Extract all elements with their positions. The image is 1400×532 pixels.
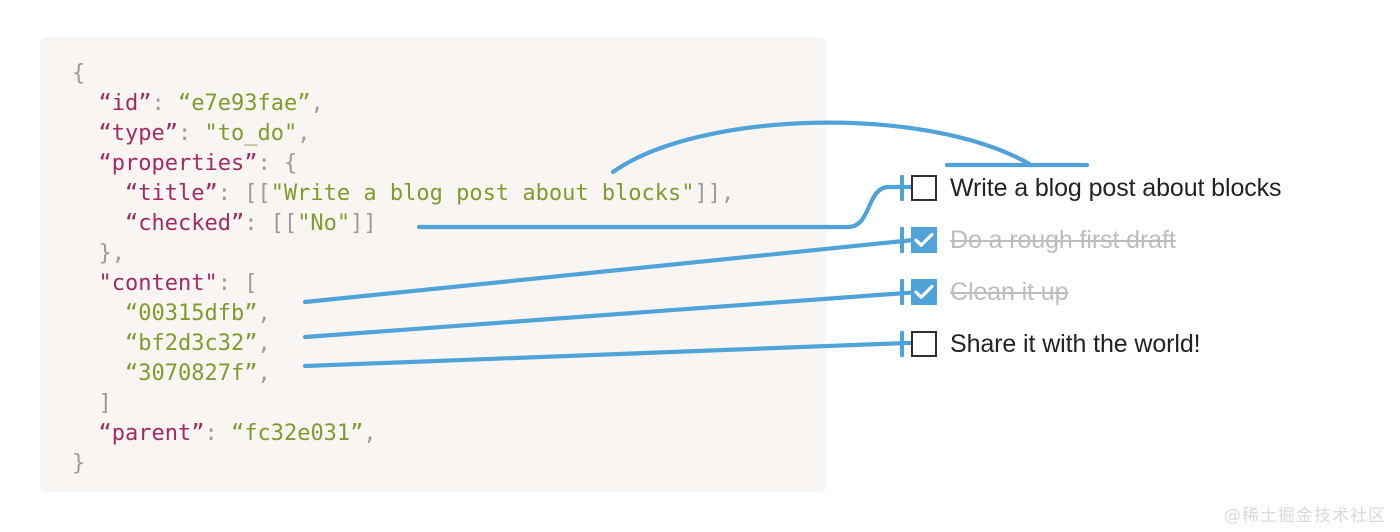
connector-endcap-icon	[900, 227, 904, 253]
code-token: ]]	[350, 211, 377, 236]
code-token	[72, 211, 125, 236]
connector-endcap-icon	[900, 175, 904, 201]
code-token: : [	[217, 271, 258, 296]
code-token: :	[151, 91, 178, 116]
code-line: }	[72, 449, 734, 479]
code-token: “3070827f”	[124, 361, 258, 386]
code-token: ,	[257, 331, 271, 356]
code-line: “title”: [["Write a blog post about bloc…	[72, 179, 734, 209]
code-line: “parent”: “fc32e031”,	[72, 419, 734, 449]
checkbox-unchecked-icon[interactable]	[911, 331, 937, 357]
code-token	[72, 181, 125, 206]
code-token	[72, 121, 99, 146]
code-token: ,	[297, 121, 311, 146]
code-token: “e7e93fae”	[177, 91, 311, 116]
code-token: “parent”	[98, 421, 205, 446]
code-token: },	[72, 241, 125, 266]
code-token: ,	[257, 301, 271, 326]
code-line: },	[72, 239, 734, 269]
code-token: “title”	[124, 181, 218, 206]
code-line: “checked”: [["No"]]	[72, 209, 734, 239]
code-token	[72, 331, 125, 356]
json-code-panel: { “id”: “e7e93fae”, “type”: "to_do", “pr…	[40, 37, 826, 492]
code-token: “type”	[98, 121, 178, 146]
checkbox-checked-icon[interactable]	[911, 279, 937, 305]
code-token: “id”	[98, 91, 152, 116]
code-token: “bf2d3c32”	[124, 331, 258, 356]
code-token: : [[	[244, 211, 298, 236]
connector-endcap-icon	[900, 279, 904, 305]
checklist-item-label: Clean it up	[950, 277, 1069, 306]
code-token: "content"	[98, 271, 218, 296]
checklist-item-2[interactable]: Do a rough first draft	[900, 218, 1176, 262]
code-line: “properties”: {	[72, 149, 734, 179]
code-token: “properties”	[98, 151, 258, 176]
code-token: “00315dfb”	[124, 301, 258, 326]
code-token: : [[	[217, 181, 271, 206]
code-line: “type”: "to_do",	[72, 119, 734, 149]
code-line: “00315dfb”,	[72, 299, 734, 329]
code-token	[72, 301, 125, 326]
code-token: “fc32e031”	[230, 421, 364, 446]
code-token: :	[204, 421, 231, 446]
code-token: }	[72, 451, 86, 476]
checklist-item-label: Share it with the world!	[950, 329, 1201, 358]
code-token	[72, 271, 99, 296]
checkbox-unchecked-icon[interactable]	[911, 175, 937, 201]
code-line: “bf2d3c32”,	[72, 329, 734, 359]
code-line: {	[72, 59, 734, 89]
code-line: ]	[72, 389, 734, 419]
connector-endcap-icon	[900, 331, 904, 357]
checklist-item-3[interactable]: Clean it up	[900, 270, 1069, 314]
code-token: "to_do"	[204, 121, 298, 146]
code-line: “id”: “e7e93fae”,	[72, 89, 734, 119]
code-token	[72, 91, 99, 116]
json-code-block: { “id”: “e7e93fae”, “type”: "to_do", “pr…	[72, 59, 734, 479]
code-token: ]	[72, 391, 112, 416]
code-token: "Write a blog post about blocks"	[270, 181, 695, 206]
code-token: {	[72, 61, 86, 86]
code-token: ,	[257, 361, 271, 386]
code-token: ,	[363, 421, 377, 446]
check-mark-icon	[914, 232, 934, 247]
code-line: “3070827f”,	[72, 359, 734, 389]
code-token: "No"	[297, 211, 351, 236]
code-token	[72, 361, 125, 386]
code-token: “checked”	[124, 211, 245, 236]
code-token: :	[177, 121, 205, 146]
checkbox-checked-icon[interactable]	[911, 227, 937, 253]
checklist-item-label: Write a blog post about blocks	[950, 173, 1282, 202]
code-token	[72, 151, 99, 176]
watermark: @稀土掘金技术社区	[1224, 506, 1386, 526]
code-token: ]],	[694, 181, 735, 206]
code-line: "content": [	[72, 269, 734, 299]
code-token: : {	[257, 151, 298, 176]
code-token	[72, 421, 99, 446]
checklist-item-label: Do a rough first draft	[950, 225, 1176, 254]
checklist-item-1[interactable]: Write a blog post about blocks	[900, 166, 1282, 210]
checklist-item-4[interactable]: Share it with the world!	[900, 322, 1201, 366]
code-token: ,	[310, 91, 324, 116]
check-mark-icon	[914, 284, 934, 299]
